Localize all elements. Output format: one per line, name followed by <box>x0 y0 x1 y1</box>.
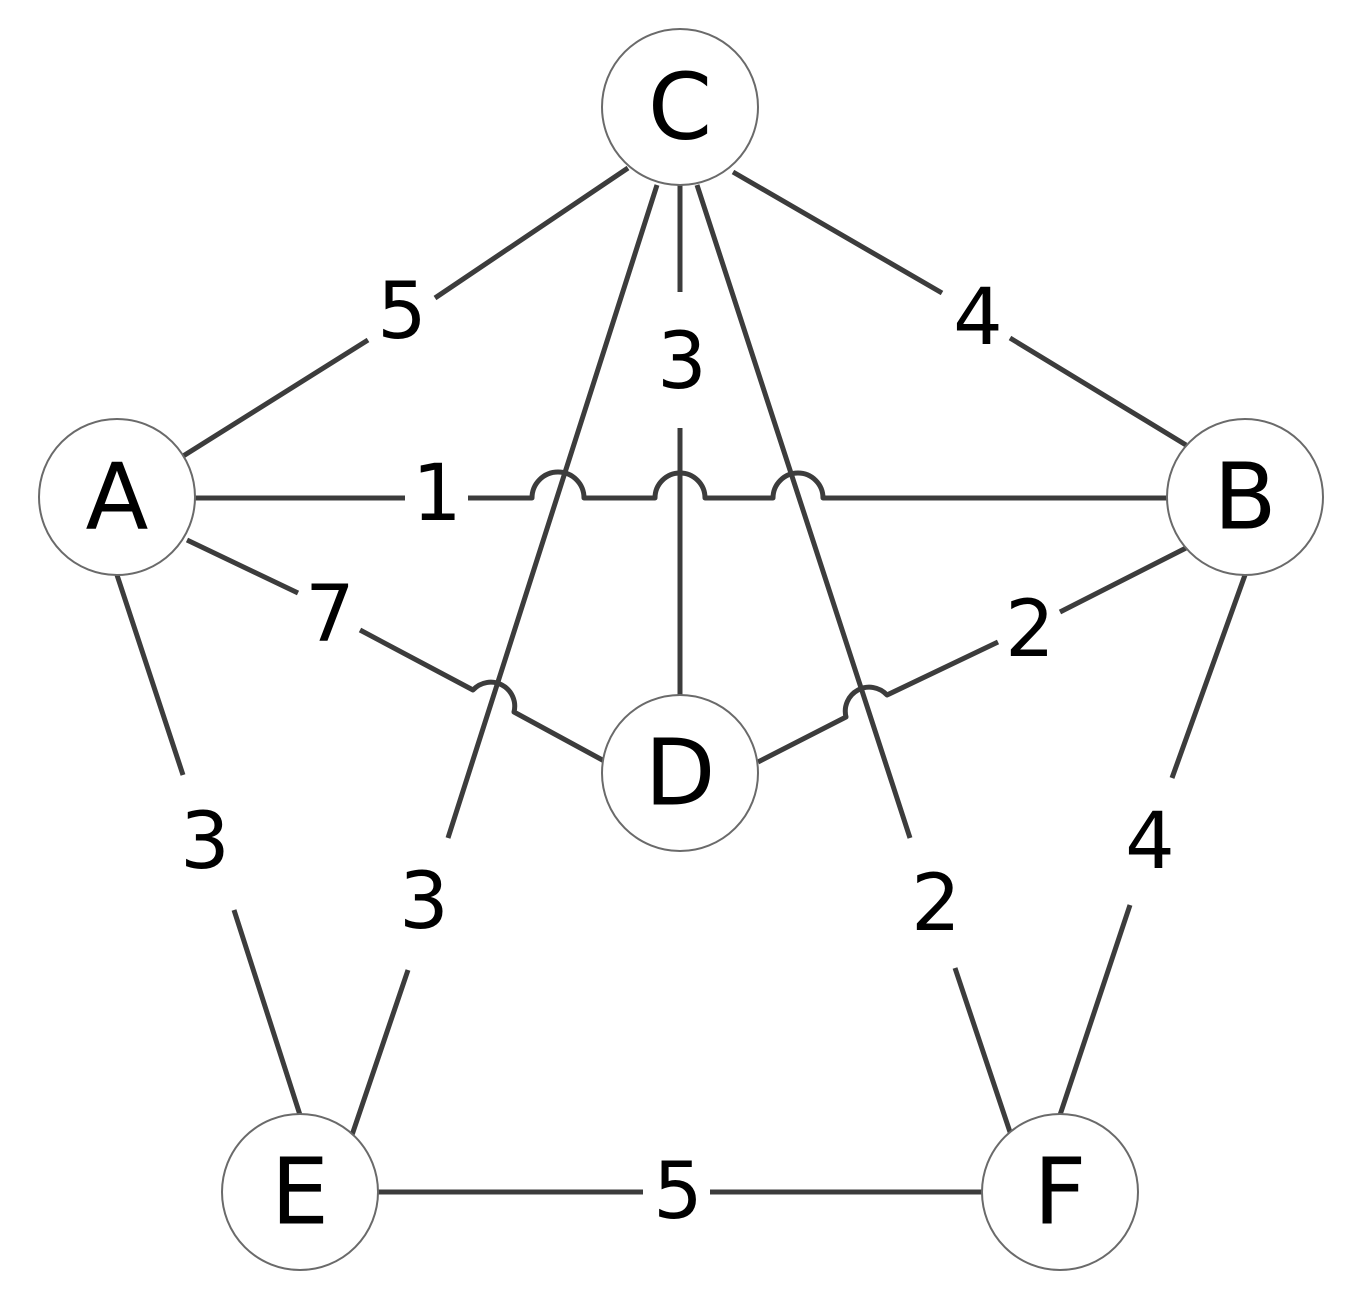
node-f-circle <box>981 1113 1139 1271</box>
weight-label-c-e: 3 <box>399 857 449 947</box>
node-d-circle <box>601 694 759 852</box>
node-e-circle <box>221 1113 379 1271</box>
edges-group <box>114 165 1248 1195</box>
node-c-circle <box>601 28 759 186</box>
weight-label-b-f: 4 <box>1125 797 1175 887</box>
node-b-circle <box>1166 418 1324 576</box>
node-a: A <box>38 418 196 576</box>
node-f-label: F <box>1034 1139 1087 1246</box>
node-b-label: B <box>1213 444 1276 551</box>
weight-label-a-b: 1 <box>412 449 462 539</box>
edge-c-b <box>731 169 1188 448</box>
weight-label-c-d: 3 <box>657 317 707 407</box>
node-d: D <box>601 694 759 852</box>
weight-label-c-f: 2 <box>911 859 961 949</box>
node-c-label: C <box>648 54 712 161</box>
edge-a-b <box>195 469 1168 501</box>
weight-label-d-b: 2 <box>1005 585 1055 675</box>
edge-d-b <box>756 545 1188 765</box>
node-a-label: A <box>86 444 149 551</box>
weight-label-e-f: 5 <box>653 1147 703 1237</box>
node-d-label: D <box>645 720 716 827</box>
weight-label-a-c: 5 <box>377 267 427 357</box>
edge-a-c <box>178 165 630 461</box>
edge-c-e <box>349 184 660 1136</box>
weight-label-a-e: 3 <box>180 797 230 887</box>
node-c: C <box>601 28 759 186</box>
edge-a-e <box>114 574 303 1116</box>
weight-label-a-d: 7 <box>305 570 355 660</box>
edge-b-f <box>1057 574 1248 1116</box>
node-f: F <box>981 1113 1139 1271</box>
node-e-label: E <box>271 1139 329 1246</box>
node-b: B <box>1166 418 1324 576</box>
node-e: E <box>221 1113 379 1271</box>
weight-labels-group: 5 4 3 1 7 2 3 3 2 4 5 <box>180 267 1175 1237</box>
weight-label-c-b: 4 <box>953 273 1003 363</box>
nodes-group: A B C D E F <box>38 28 1324 1271</box>
edge-c-f <box>694 184 1015 1139</box>
edge-a-d <box>185 537 608 765</box>
node-a-circle <box>38 418 196 576</box>
